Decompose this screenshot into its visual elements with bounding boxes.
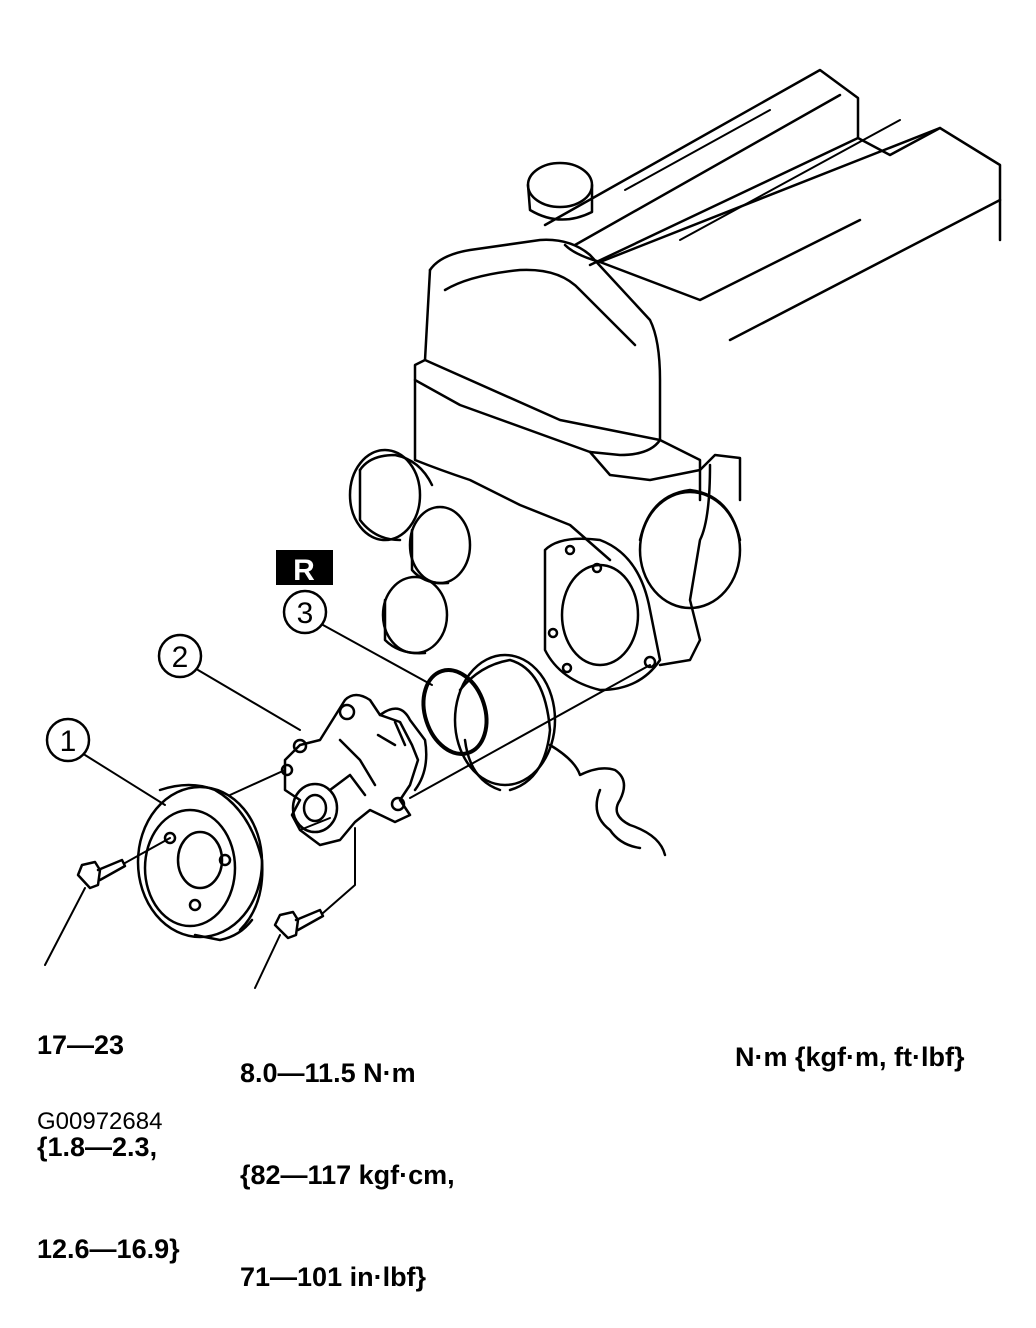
pump-mount-flange (543, 537, 662, 692)
svg-text:2: 2 (172, 641, 189, 674)
cam-boss-upper (348, 448, 434, 542)
callout-2: 2 (157, 633, 203, 679)
pump-bolt (273, 908, 325, 940)
pump-bolt-torque: 8.0—11.5 N·m {82—117 kgf·cm, 71—101 in·l… (240, 988, 455, 1328)
pump-torque-line-2: {82—117 kgf·cm, (240, 1160, 455, 1190)
pump-torque-line-3: 71—101 in·lbf} (240, 1262, 427, 1292)
pulley-bolt (76, 858, 127, 890)
oil-filler-cap (526, 161, 594, 221)
callout-1: 1 (45, 717, 91, 763)
cam-boss-lower (381, 575, 449, 655)
torque-units-note: N·m {kgf·m, ft·lbf} (735, 1042, 965, 1072)
water-pump-pulley (136, 783, 264, 942)
alignment-lines (124, 664, 651, 914)
engine-boss-right (638, 488, 742, 610)
figure-id: G00972684 (37, 1108, 163, 1135)
water-pump-exploded-diagram: 1 2 3 R (44, 68, 1002, 989)
water-pump (280, 693, 428, 847)
pump-gasket-ring (421, 668, 489, 756)
callout-3: 3 (282, 589, 328, 635)
cam-boss-middle (408, 505, 472, 585)
callout-leaders (44, 624, 433, 989)
replace-part-badge: R (276, 550, 333, 587)
pulley-torque-line-3: 12.6—16.9} (37, 1234, 180, 1264)
engine-head (348, 68, 1002, 857)
pump-torque-line-1: 8.0—11.5 N·m (240, 1058, 416, 1088)
svg-text:R: R (293, 554, 315, 587)
pulley-torque-line-2: {1.8—2.3, (37, 1132, 158, 1162)
crankshaft-pulley (453, 653, 557, 792)
svg-text:1: 1 (60, 725, 77, 758)
svg-text:3: 3 (297, 597, 314, 630)
pulley-torque-line-1: 17—23 (37, 1030, 125, 1060)
